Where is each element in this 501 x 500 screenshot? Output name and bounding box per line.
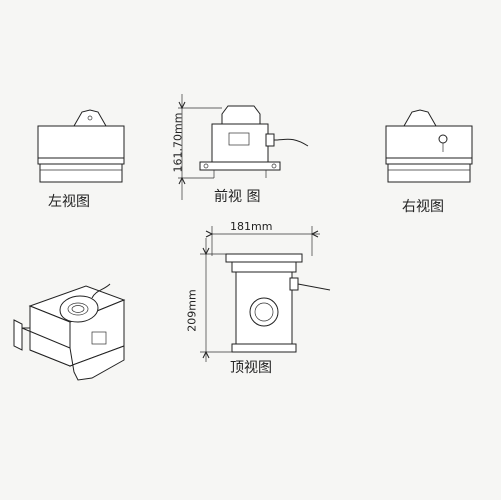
left-view — [37, 109, 125, 183]
top-view-label: 顶视图 — [230, 360, 272, 376]
left-view-label: 左视图 — [48, 194, 90, 210]
front-height-dimension: 161.70mm — [171, 112, 185, 173]
top-view — [200, 226, 331, 362]
top-height-dimension: 209mm — [185, 289, 199, 332]
front-view-label: 前视 图 — [214, 189, 261, 205]
top-width-dimension: 181mm — [230, 220, 273, 233]
isometric-view — [13, 283, 126, 381]
right-view — [385, 109, 473, 183]
front-view — [178, 94, 309, 200]
right-view-label: 右视图 — [402, 199, 444, 215]
